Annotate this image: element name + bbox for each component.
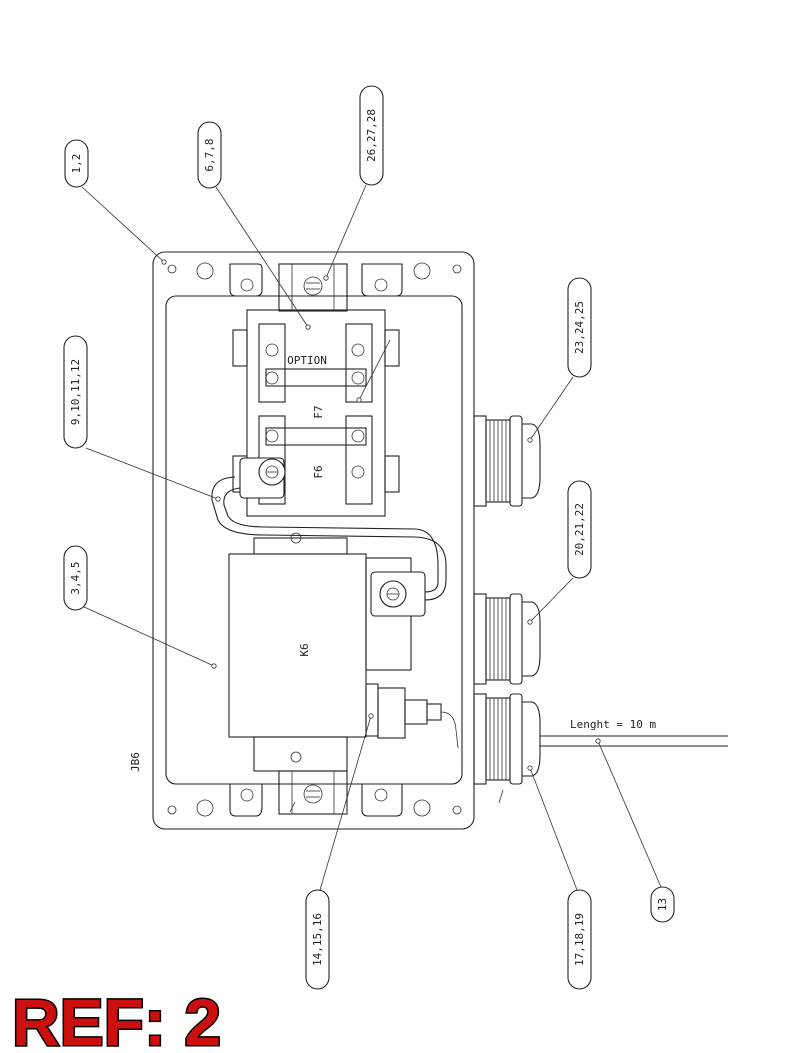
fuse-holder-block: OPTION F7 F6 xyxy=(232,309,400,517)
leader-lines xyxy=(81,184,662,891)
reference-label: REF: 2 xyxy=(12,985,221,1053)
svg-text:9,10,11,12: 9,10,11,12 xyxy=(69,359,82,425)
box-id-label: JB6 xyxy=(129,752,142,772)
svg-text:26,27,28: 26,27,28 xyxy=(365,109,378,162)
relay-k6-label: K6 xyxy=(298,643,311,656)
relay-k6: K6 xyxy=(228,532,426,772)
callout-3-4-5: 3,4,5 xyxy=(63,545,88,611)
svg-text:1,2: 1,2 xyxy=(70,154,83,174)
internal-cable xyxy=(211,457,447,601)
callout-13: 13 xyxy=(650,886,675,923)
din-rail-top xyxy=(278,263,348,312)
option-label: OPTION xyxy=(287,354,327,367)
fuse-f7-label: F7 xyxy=(312,405,325,418)
callout-1-2: 1,2 xyxy=(64,139,89,188)
cable-gland-bottom xyxy=(473,693,541,804)
connector xyxy=(365,683,459,749)
din-rail-bottom xyxy=(278,770,348,815)
callout-20-21-22: 20,21,22 xyxy=(567,480,592,579)
callout-26-27-28: 26,27,28 xyxy=(359,85,384,186)
cable-gland-top xyxy=(473,415,541,507)
callout-9-10-11-12: 9,10,11,12 xyxy=(63,335,88,449)
external-cable: Lenght = 10 m xyxy=(540,718,728,747)
svg-text:17,18,19: 17,18,19 xyxy=(573,913,586,966)
cable-length-label: Lenght = 10 m xyxy=(570,718,656,731)
callout-6-7-8: 6,7,8 xyxy=(197,121,222,189)
enclosure xyxy=(152,251,475,830)
svg-text:6,7,8: 6,7,8 xyxy=(203,138,216,171)
callout-17-18-19: 17,18,19 xyxy=(567,889,592,990)
fuse-f6-label: F6 xyxy=(312,465,325,478)
svg-text:20,21,22: 20,21,22 xyxy=(573,503,586,556)
svg-text:13: 13 xyxy=(656,898,669,911)
cable-gland-middle xyxy=(473,593,541,685)
callout-23-24-25: 23,24,25 xyxy=(567,277,592,378)
svg-text:14,15,16: 14,15,16 xyxy=(311,913,324,966)
svg-text:23,24,25: 23,24,25 xyxy=(573,301,586,354)
svg-text:3,4,5: 3,4,5 xyxy=(69,561,82,594)
callout-14-15-16: 14,15,16 xyxy=(305,889,330,990)
